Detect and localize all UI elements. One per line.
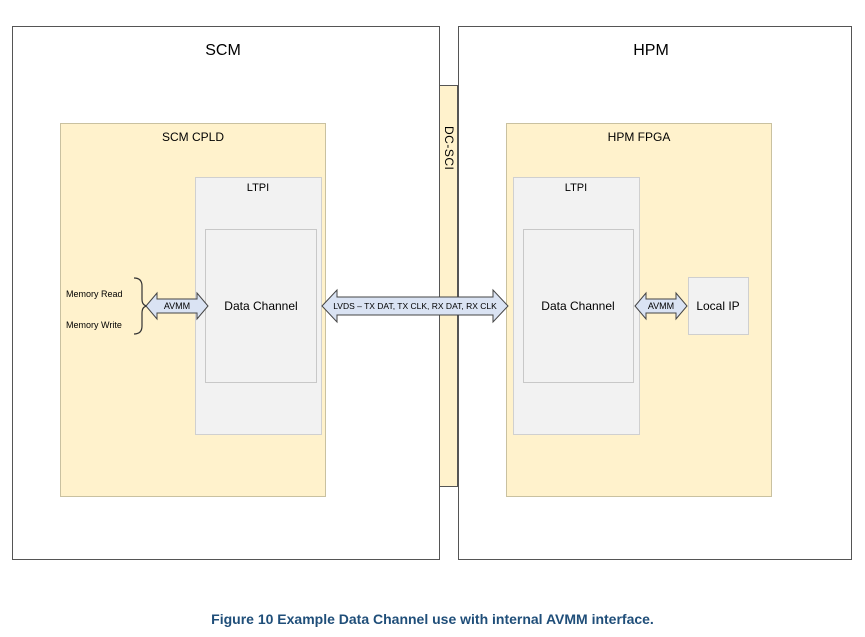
local-ip-label: Local IP xyxy=(696,299,740,313)
hpm-avmm-label: AVMM xyxy=(647,301,675,311)
lvds-link-label: LVDS – TX DAT, TX CLK, RX DAT, RX CLK xyxy=(333,301,497,311)
lvds-arrow xyxy=(321,288,509,324)
hpm-data-channel-label: Data Channel xyxy=(541,299,615,313)
hpm-title: HPM xyxy=(633,42,669,59)
scm-title: SCM xyxy=(205,42,241,59)
scm-data-channel-label: Data Channel xyxy=(224,299,298,313)
scm-avmm-label: AVMM xyxy=(163,301,191,311)
scm-avmm-arrow xyxy=(145,291,209,321)
memory-read-label: Memory Read xyxy=(66,289,123,299)
local-ip-block xyxy=(688,277,749,335)
dc-sci-label: DC-SCI xyxy=(442,126,456,171)
scm-data-channel xyxy=(205,229,317,383)
scm-cpld-title: SCM CPLD xyxy=(161,130,225,144)
figure-caption: Figure 10 Example Data Channel use with … xyxy=(211,611,654,627)
hpm-data-channel xyxy=(523,229,634,383)
dc-sci-connector xyxy=(439,85,458,487)
hpm-fpga-title: HPM FPGA xyxy=(607,130,671,144)
hpm-avmm-arrow xyxy=(634,291,688,321)
memory-write-label: Memory Write xyxy=(66,320,122,330)
hpm-ltpi-title: LTPI xyxy=(564,182,588,194)
scm-ltpi-title: LTPI xyxy=(246,182,270,194)
